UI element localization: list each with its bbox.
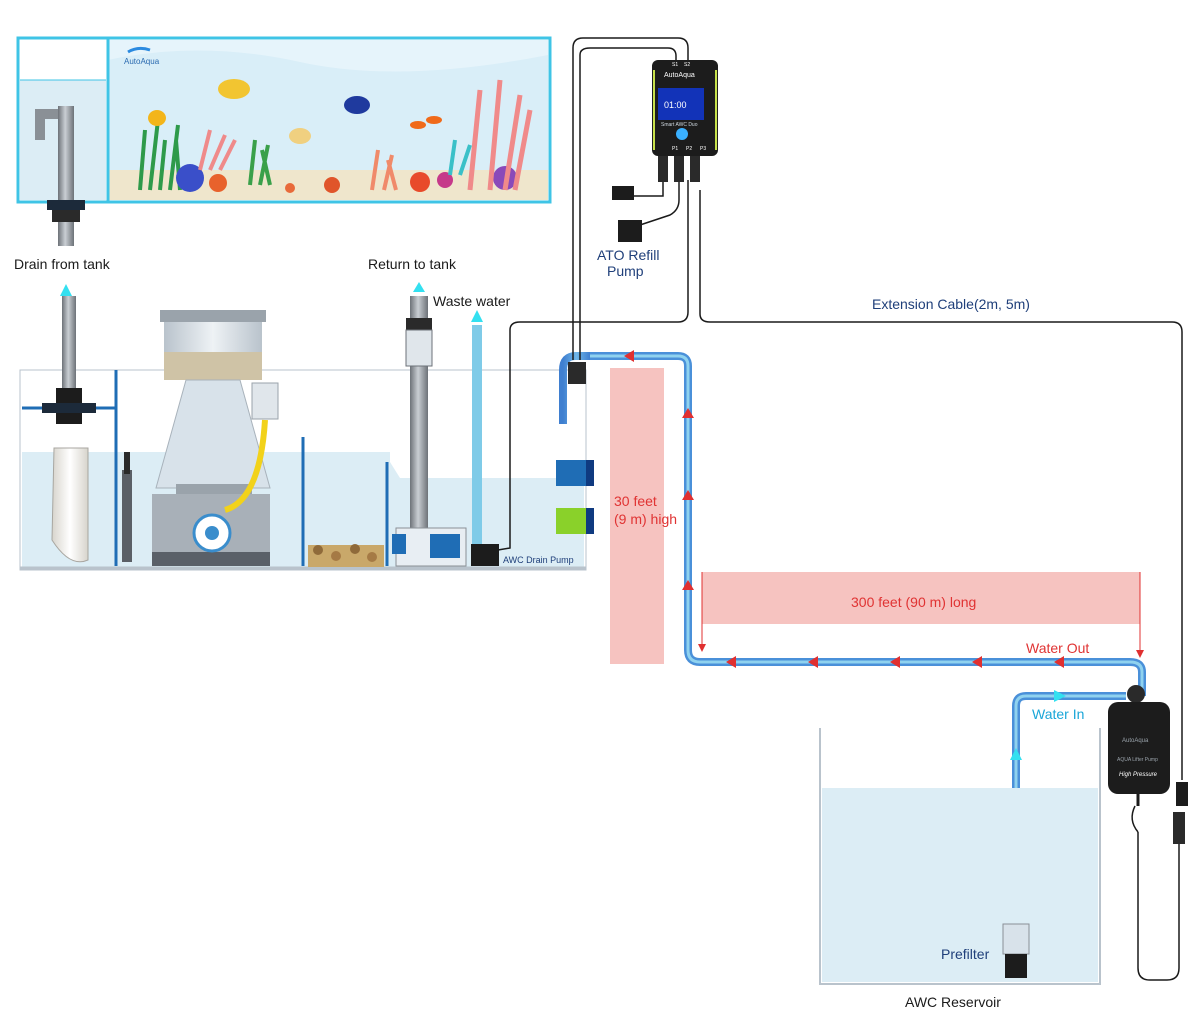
label-ato-pump: Pump (607, 263, 644, 279)
sump-sensors (556, 37, 689, 534)
delivery-pipe (590, 352, 1146, 920)
pump-brand: AutoAqua (1122, 738, 1149, 744)
yellow-fish (148, 110, 166, 126)
corals (138, 79, 533, 193)
angelfish (218, 79, 250, 99)
length-highlight (702, 572, 1140, 624)
controller-port-s1: S1 (672, 62, 679, 68)
waste-water-line (472, 325, 482, 545)
label-waste-water: Waste water (433, 293, 511, 309)
live-rock-rubble (308, 544, 384, 567)
clownfish-2 (426, 116, 442, 124)
controller-display: 01:00 (664, 100, 687, 110)
cyan-flow-arrows (60, 282, 483, 322)
label-drain-from-tank: Drain from tank (14, 256, 110, 272)
extension-cable (699, 190, 1183, 780)
label-awc-drain-pump: AWC Drain Pump (503, 555, 574, 565)
controller-port-p3: P3 (700, 146, 707, 152)
protein-skimmer (152, 310, 279, 566)
overflow-drain-pipe (58, 106, 74, 246)
brand-logo: AutoAqua (124, 57, 160, 66)
sump (19, 180, 689, 571)
height-highlight (610, 368, 664, 664)
tang-fish (344, 96, 370, 114)
filter-sock (51, 447, 89, 563)
smart-awc-controller (612, 60, 718, 242)
controller-port-p2: P2 (686, 146, 693, 152)
label-height-2: (9 m) high (614, 511, 678, 527)
awc-reservoir (819, 728, 1101, 985)
red-flow-arrows (624, 350, 1064, 668)
label-length: 300 feet (90 m) long (851, 594, 977, 610)
label-water-out: Water Out (1026, 640, 1090, 656)
pump-tag: High Pressure (1119, 772, 1158, 778)
label-water-in: Water In (1032, 706, 1085, 722)
ato-refill-pump (618, 220, 642, 242)
controller-port-p1: P1 (672, 146, 679, 152)
clownfish-1 (410, 121, 426, 129)
heater (122, 470, 132, 562)
label-return-to-tank: Return to tank (368, 256, 456, 272)
controller-brand: AutoAqua (664, 72, 695, 79)
return-pump (392, 296, 467, 567)
controller-port-s2: S2 (684, 62, 691, 68)
prefilter (1002, 923, 1030, 955)
butterflyfish (289, 128, 311, 144)
label-height-1: 30 feet (614, 493, 657, 509)
brand-logo-mark (127, 46, 151, 54)
awc-drain-pump (471, 544, 499, 566)
label-ato-refill: ATO Refill (597, 247, 660, 263)
label-prefilter: Prefilter (941, 946, 990, 962)
label-extension-cable: Extension Cable(2m, 5m) (872, 296, 1030, 312)
display-tank (16, 36, 552, 246)
pump-model: AQUA Lifter Pump (1117, 757, 1158, 763)
label-awc-reservoir: AWC Reservoir (905, 994, 1001, 1010)
awc-lifter-pump (1108, 685, 1170, 833)
controller-model: Smart AWC Duo (661, 122, 698, 128)
